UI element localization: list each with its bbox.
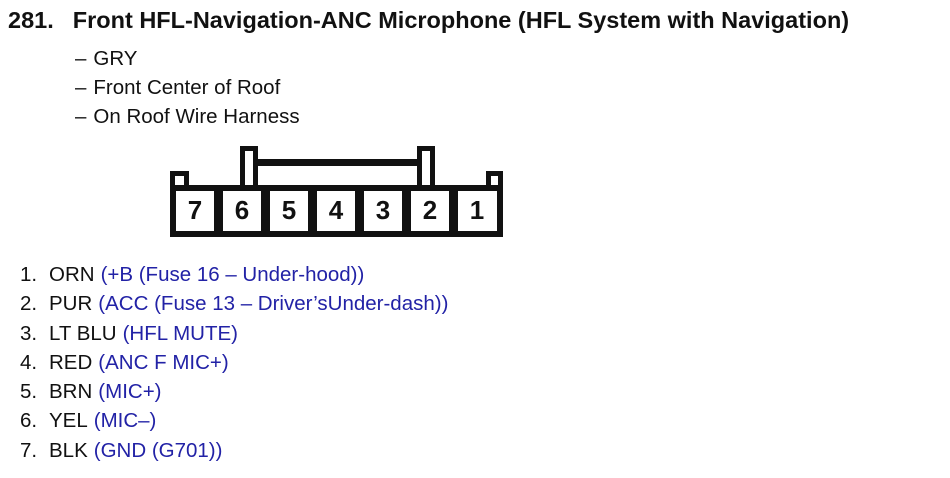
pin-wire-color: LT BLU <box>49 321 117 345</box>
pin-cell-label: 3 <box>376 195 390 225</box>
pin-row: 7. BLK(GND (G701)) <box>20 436 448 465</box>
pin-cell-label: 6 <box>235 195 249 225</box>
pin-row: 2. PUR(ACC (Fuse 13 – Driver’sUnder-dash)… <box>20 289 448 318</box>
attribute-label: Front Center of Roof <box>93 76 281 99</box>
pin-function: (HFL MUTE) <box>122 321 239 345</box>
attribute-item: –On Roof Wire Harness <box>75 102 300 131</box>
pin-row: 3. LT BLU(HFL MUTE) <box>20 319 448 348</box>
connector-tab-right <box>417 146 435 191</box>
pin-number: 3. <box>20 321 38 345</box>
connector-diagram: 7 6 5 4 3 2 1 <box>170 146 503 237</box>
pin-wire-color: BLK <box>49 438 88 462</box>
pin-row: 5. BRN(MIC+) <box>20 377 448 406</box>
pin-row: 6. YEL(MIC–) <box>20 406 448 435</box>
pin-cell-label: 5 <box>282 195 296 225</box>
pin-number: 6. <box>20 409 38 433</box>
pin-wire-color: BRN <box>49 380 93 404</box>
pin-cell-label: 2 <box>423 195 437 225</box>
pin-wire-color: YEL <box>49 409 88 433</box>
connector-cell-dividers <box>214 185 458 237</box>
attribute-label: On Roof Wire Harness <box>93 105 300 128</box>
pin-wire-color: PUR <box>49 292 93 316</box>
pin-function: (ANC F MIC+) <box>98 350 229 374</box>
page-title: Front HFL-Navigation-ANC Microphone (HFL… <box>72 7 850 33</box>
pin-function: (MIC–) <box>93 409 157 433</box>
attribute-list: –GRY–Front Center of Roof–On Roof Wire H… <box>75 44 300 131</box>
pin-wire-color: RED <box>49 350 93 374</box>
pin-cell-label: 4 <box>329 195 344 225</box>
connector-tab-left <box>240 146 258 191</box>
pin-row: 1. ORN(+B (Fuse 16 – Under-hood)) <box>20 260 448 289</box>
pin-list: 1. ORN(+B (Fuse 16 – Under-hood)) 2. PUR(AC… <box>20 260 448 465</box>
pin-cell-label: 1 <box>470 195 484 225</box>
pin-wire-color: ORN <box>49 263 95 286</box>
dash-bullet: – <box>75 47 87 70</box>
pin-function: (MIC+) <box>98 380 162 404</box>
section-number: 281. <box>8 7 54 33</box>
attribute-label: GRY <box>93 47 138 70</box>
pin-cell-label: 7 <box>188 195 202 225</box>
pin-number: 4. <box>20 350 38 374</box>
pin-function: (+B (Fuse 16 – Under-hood)) <box>100 263 365 286</box>
dash-bullet: – <box>75 76 87 99</box>
pin-function: (ACC (Fuse 13 – Driver’sUnder-dash)) <box>98 292 449 316</box>
pin-row: 4. RED(ANC F MIC+) <box>20 348 448 377</box>
dash-bullet: – <box>75 105 87 128</box>
attribute-item: –Front Center of Roof <box>75 73 300 102</box>
attribute-item: –GRY <box>75 44 300 73</box>
pin-number: 7. <box>20 438 38 462</box>
connector-pin-numbers: 7 6 5 4 3 2 1 <box>188 195 484 225</box>
pin-number: 5. <box>20 380 38 404</box>
pin-number: 2. <box>20 292 38 316</box>
section-heading: 281. Front HFL-Navigation-ANC Microphone … <box>8 7 849 34</box>
pin-function: (GND (G701)) <box>93 438 223 462</box>
pin-number: 1. <box>20 263 38 286</box>
connector-body <box>170 185 503 237</box>
